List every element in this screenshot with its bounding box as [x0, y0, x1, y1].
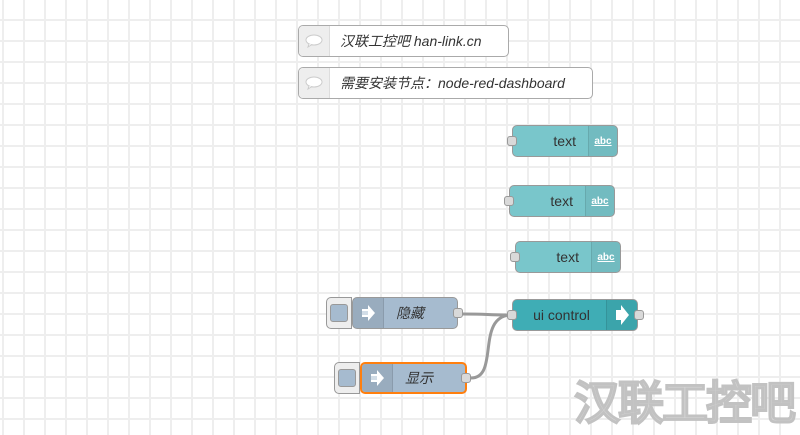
inject-button-square [338, 369, 356, 387]
text-node-2[interactable]: text abc [509, 185, 615, 217]
comment-icon [299, 26, 330, 56]
inject-node-show[interactable]: 显示 [360, 362, 467, 394]
ui-control-input-port[interactable] [507, 310, 517, 320]
text-node-label: text [553, 133, 576, 149]
watermark-logo: 汉联工控吧 [573, 375, 797, 431]
text-node-1[interactable]: text abc [512, 125, 618, 157]
inject-node-label: 显示 [405, 370, 433, 386]
wire-show-to-control[interactable] [470, 313, 513, 380]
arrow-right-icon [353, 298, 384, 328]
text-node-1-input-port[interactable] [507, 136, 517, 146]
inject-hide-output-port[interactable] [453, 308, 463, 318]
abc-icon: abc [585, 186, 614, 216]
inject-button-square [330, 304, 348, 322]
text-node-3[interactable]: text abc [515, 241, 621, 273]
comment-icon [299, 68, 330, 98]
wire-hide-to-control[interactable] [462, 312, 513, 317]
comment-label: 汉联工控吧 han-link.cn [340, 33, 482, 49]
ui-control-label: ui control [533, 307, 590, 323]
text-node-3-input-port[interactable] [510, 252, 520, 262]
inject-hide-trigger-button[interactable] [326, 297, 352, 329]
comment-node-install-hint[interactable]: 需要安装节点：node-red-dashboard [298, 67, 593, 99]
arrow-right-icon [606, 300, 637, 330]
inject-show-output-port[interactable] [461, 373, 471, 383]
arrow-right-icon [362, 364, 393, 392]
text-node-2-input-port[interactable] [504, 196, 514, 206]
comment-node-han-link[interactable]: 汉联工控吧 han-link.cn [298, 25, 509, 57]
text-node-label: text [556, 249, 579, 265]
ui-control-node[interactable]: ui control [512, 299, 638, 331]
comment-label: 需要安装节点：node-red-dashboard [340, 75, 565, 91]
abc-icon: abc [591, 242, 620, 272]
text-node-label: text [550, 193, 573, 209]
ui-control-output-port[interactable] [634, 310, 644, 320]
abc-icon: abc [588, 126, 617, 156]
inject-show-trigger-button[interactable] [334, 362, 360, 394]
inject-node-hide[interactable]: 隐藏 [352, 297, 458, 329]
inject-node-label: 隐藏 [396, 305, 424, 321]
